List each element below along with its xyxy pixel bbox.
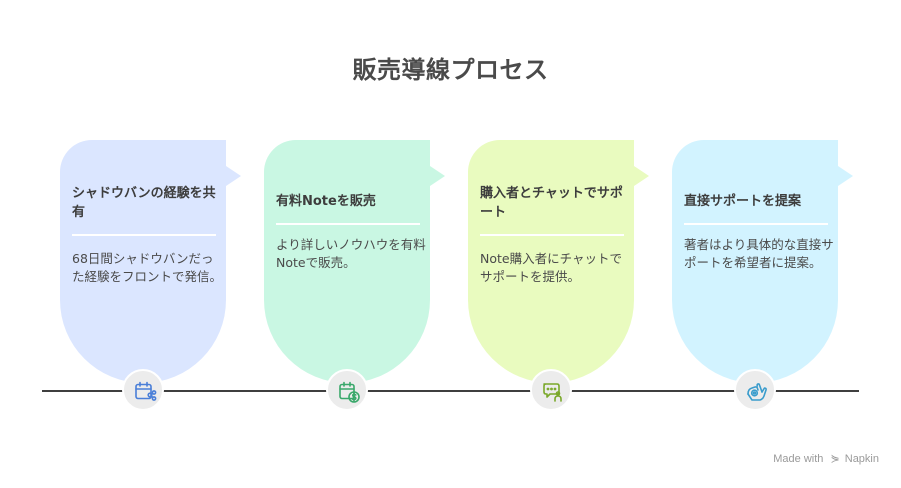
step-card-1: シャドウバンの経験を共有 68日間シャドウバンだった経験をフロントで発信。 (60, 140, 242, 383)
calendar-dollar-icon (339, 381, 360, 403)
diagram-title: 販売導線プロセス (352, 56, 549, 84)
step-1-description: 68日間シャドウバンだった経験をフロントで発信。 (72, 251, 223, 284)
footer-made-with: Made with (773, 453, 824, 465)
step-3-title: 購入者とチャットでサポート (480, 186, 623, 220)
footer-watermark: Made with ⋟ Napkin (773, 452, 879, 465)
step-card-2-shape (264, 140, 445, 383)
step-card-4: 直接サポートを提案 著者はより具体的な直接サポートを希望者に提案。 (672, 140, 854, 383)
step-1-node (122, 369, 164, 411)
step-4-description: 著者はより具体的な直接サポートを希望者に提案。 (684, 237, 834, 270)
step-card-3: 購入者とチャットでサポート Note購入者にチャットでサポートを提供。 (468, 140, 650, 383)
step-card-1-shape (60, 140, 241, 383)
hand-support-icon (747, 383, 767, 401)
step-3-description: Note購入者にチャットでサポートを提供。 (480, 251, 622, 284)
step-4-divider (684, 223, 828, 225)
chat-support-icon (543, 383, 562, 402)
calendar-share-icon (135, 381, 157, 401)
step-4-node (734, 369, 776, 411)
step-3-node (530, 369, 572, 411)
step-card-2: 有料Noteを販売 より詳しいノウハウを有料Noteで販売。 (264, 140, 446, 383)
step-2-description: より詳しいノウハウを有料Noteで販売。 (276, 237, 426, 270)
timeline-line (42, 390, 859, 392)
step-2-title: 有料Noteを販売 (276, 194, 376, 209)
step-1-divider (72, 234, 216, 236)
step-2-divider (276, 223, 420, 225)
step-card-4-shape (672, 140, 853, 383)
step-4-title: 直接サポートを提案 (684, 194, 802, 209)
napkin-logo-icon: ⋟ (830, 453, 840, 465)
step-3-divider (480, 234, 624, 236)
step-2-node (326, 369, 368, 411)
footer-brand: Napkin (844, 453, 879, 465)
step-card-3-shape (468, 140, 649, 383)
step-1-title: シャドウバンの経験を共有 (72, 186, 216, 220)
